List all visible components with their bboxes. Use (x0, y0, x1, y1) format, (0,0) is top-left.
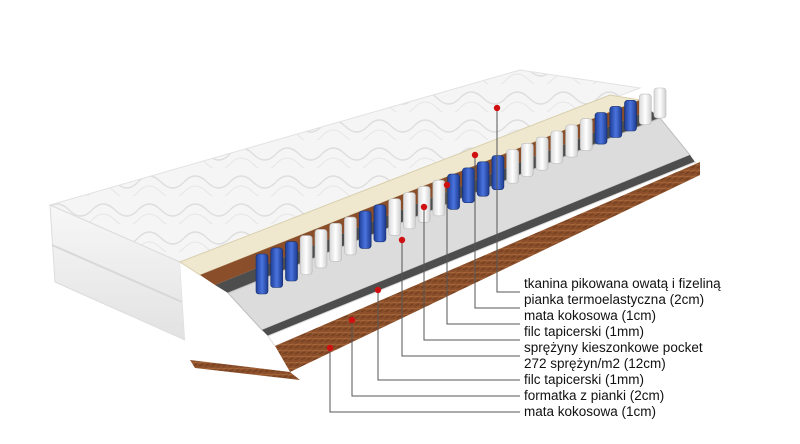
leader-line (423, 207, 520, 341)
white-pocket-spring (344, 216, 357, 256)
blue-pocket-spring (285, 241, 298, 282)
leader-lines (326, 104, 520, 413)
leader-line (474, 155, 520, 309)
blue-pocket-spring (476, 161, 490, 197)
white-pocket-spring (329, 223, 343, 262)
leader-line (446, 185, 520, 325)
blue-pocket-spring (270, 247, 284, 288)
blue-pocket-spring (462, 167, 475, 203)
marker-dot (420, 203, 428, 211)
marker-dot (398, 236, 406, 244)
bottom-layers (185, 155, 701, 380)
pocket-spring-core (227, 87, 691, 331)
label-foam-slab: formatka z pianki (2cm) (524, 388, 665, 403)
label-felt-top: filc tapicerski (1mm) (524, 324, 645, 339)
white-pocket-spring (653, 87, 667, 119)
leader-line (496, 108, 520, 293)
blue-pocket-spring (624, 100, 637, 132)
leader-line (351, 320, 520, 397)
blue-pocket-spring (447, 173, 460, 210)
blue-pocket-spring (491, 155, 505, 191)
label-cover: tkanina pikowana owatą i fizeliną (524, 276, 721, 291)
white-pocket-spring (388, 198, 402, 236)
marker-dot (374, 286, 382, 294)
white-pocket-spring (535, 136, 549, 171)
foam-border (180, 262, 190, 340)
white-pocket-spring (550, 130, 564, 164)
label-felt-bottom: filc tapicerski (1mm) (524, 372, 645, 387)
blue-pocket-spring (609, 106, 623, 138)
blue-pocket-spring (594, 112, 608, 145)
blue-pocket-spring (358, 210, 372, 249)
white-pocket-spring (506, 149, 519, 184)
label-pocket-springs: sprężyny kieszonkowe pocket (524, 340, 703, 355)
marker-dot (348, 316, 356, 324)
blue-pocket-spring (373, 204, 387, 243)
leader-line (329, 348, 520, 413)
white-pocket-spring (638, 93, 652, 125)
white-pocket-spring (432, 179, 446, 217)
leader-line (377, 290, 520, 381)
blue-pocket-spring (255, 253, 269, 295)
white-pocket-spring (520, 143, 534, 177)
white-pocket-spring (299, 235, 313, 275)
leader-line (401, 240, 520, 357)
label-coir-bottom: mata kokosowa (1cm) (524, 404, 657, 419)
white-pocket-spring (314, 229, 328, 269)
white-pocket-spring (403, 192, 416, 230)
marker-dot (326, 344, 334, 352)
white-pocket-spring (579, 118, 593, 151)
white-pocket-spring (565, 124, 578, 158)
label-spring-density: 272 sprężyn/m2 (12cm) (524, 356, 666, 371)
label-thermoelastic-foam: pianka termoelastyczna (2cm) (524, 292, 705, 307)
label-coir-top: mata kokosowa (1cm) (524, 308, 657, 323)
marker-dot (443, 181, 451, 189)
marker-dot (471, 151, 479, 159)
marker-dot (493, 104, 501, 112)
quilted-cover (48, 69, 642, 341)
